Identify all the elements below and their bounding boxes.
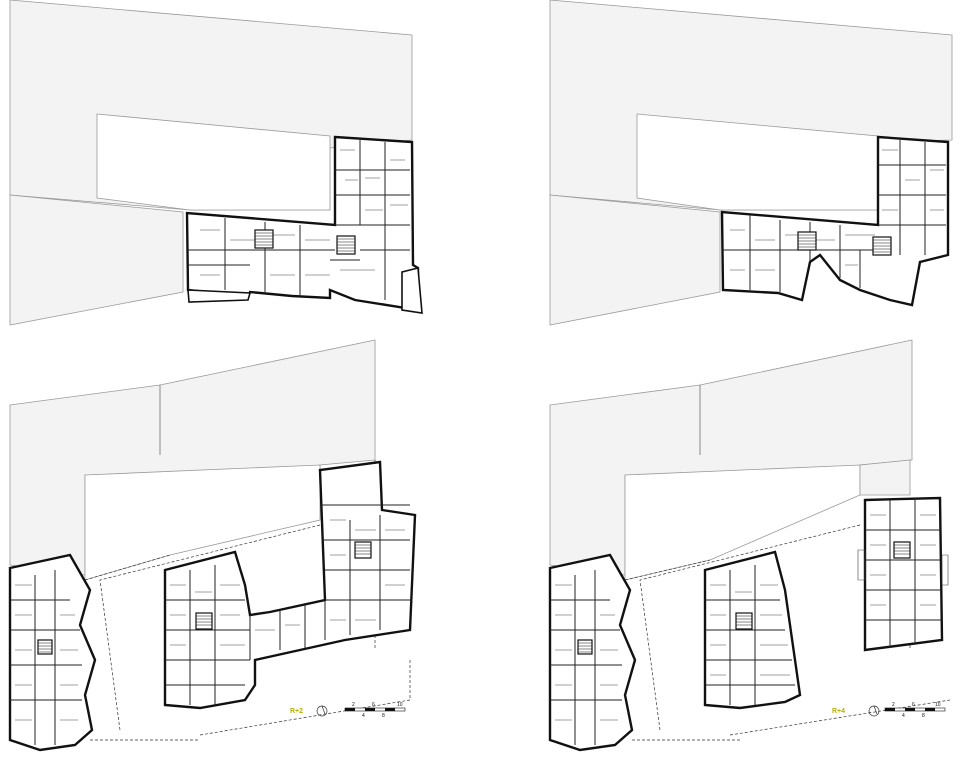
building-footprint xyxy=(703,550,802,710)
context-block xyxy=(859,459,911,496)
plan-bottom-left: R+2 2 6 10 4 8 xyxy=(0,330,480,759)
plan-top-right xyxy=(480,0,960,330)
stair-icon xyxy=(354,541,372,559)
floor-plan-drawing xyxy=(9,0,423,326)
courtyard xyxy=(624,464,861,581)
courtyard xyxy=(636,113,879,211)
svg-text:6: 6 xyxy=(372,702,375,708)
building-footprint xyxy=(720,135,950,307)
courtyard xyxy=(96,113,331,211)
stair-icon xyxy=(893,541,911,559)
stair-icon xyxy=(577,639,593,655)
svg-text:10: 10 xyxy=(935,702,941,708)
plan-bottom-right: R+4 2 6 10 4 8 xyxy=(480,330,960,759)
building-footprint xyxy=(548,553,637,752)
building-footprint xyxy=(185,135,423,314)
svg-text:4: 4 xyxy=(362,713,365,719)
svg-text:2: 2 xyxy=(352,702,355,708)
stair-icon xyxy=(37,639,53,655)
svg-text:2: 2 xyxy=(892,702,895,708)
plan-top-left xyxy=(0,0,480,330)
building-footprint xyxy=(163,460,417,710)
courtyard xyxy=(84,464,321,581)
stair-icon xyxy=(195,612,213,630)
svg-text:4: 4 xyxy=(902,713,905,719)
svg-text:8: 8 xyxy=(922,713,925,719)
stair-icon xyxy=(735,612,753,630)
context-block xyxy=(549,194,721,326)
svg-text:10: 10 xyxy=(397,702,403,708)
building-footprint xyxy=(8,553,97,752)
scale-bar: 2 6 10 4 8 xyxy=(344,702,406,719)
north-arrow-icon xyxy=(868,705,880,717)
building-footprint xyxy=(857,496,949,652)
svg-text:6: 6 xyxy=(912,702,915,708)
scale-bar: 2 6 10 4 8 xyxy=(884,702,946,719)
floor-plan-drawing xyxy=(549,0,953,326)
floor-plan-drawing: R+2 2 6 10 4 8 xyxy=(8,339,417,752)
floor-plan-drawing: R+4 2 6 10 4 8 xyxy=(548,339,951,752)
floor-label: R+2 xyxy=(290,708,303,715)
svg-text:8: 8 xyxy=(382,713,385,719)
north-arrow-icon xyxy=(316,705,328,717)
context-block xyxy=(9,194,184,326)
floor-label: R+4 xyxy=(832,708,845,715)
